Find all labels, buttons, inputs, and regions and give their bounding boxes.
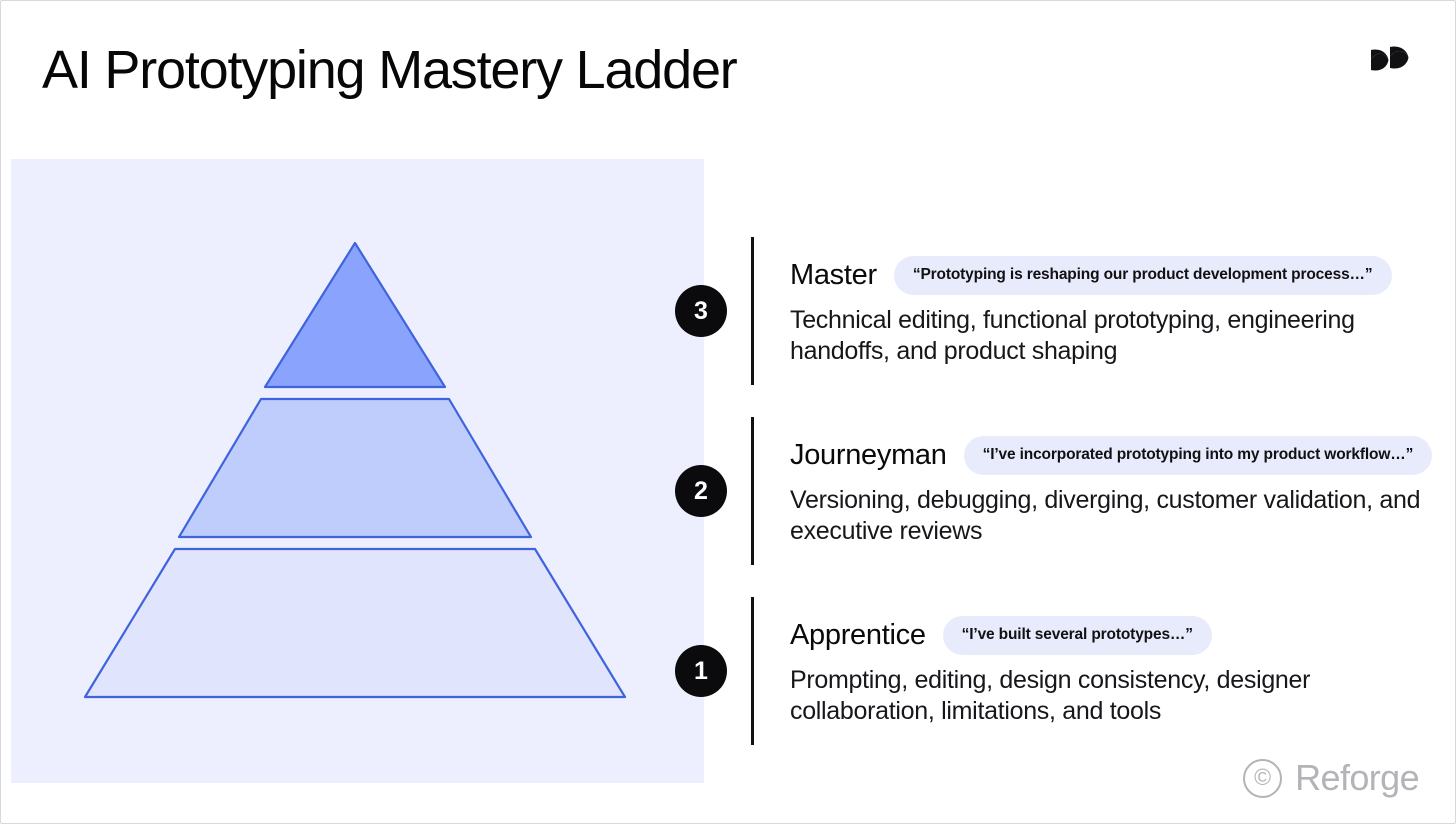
watermark-brand-text: Reforge [1295,757,1419,798]
level-description-apprentice: Prompting, editing, design consistency, … [790,665,1311,725]
level-divider [751,237,754,385]
page-title: AI Prototyping Mastery Ladder [42,40,738,100]
level-heading-row: Master “Prototyping is reshaping our pro… [790,255,1439,295]
level-quote-master: “Prototyping is reshaping our product de… [893,255,1392,295]
level-heading-row: Apprentice “I’ve built several prototype… [790,615,1439,655]
level-row-master[interactable]: 3 Master “Prototyping is reshaping our p… [661,221,1455,401]
pyramid-tier-journeyman [177,397,533,539]
pyramid-panel [11,159,704,783]
level-name-journeyman: Journeyman [790,438,947,471]
level-content: Journeyman “I’ve incorporated prototypin… [754,435,1455,547]
level-row-apprentice[interactable]: 1 Apprentice “I’ve built several prototy… [661,581,1455,761]
level-row-journeyman[interactable]: 2 Journeyman “I’ve incorporated prototyp… [661,401,1455,581]
level-heading-row: Journeyman “I’ve incorporated prototypin… [790,435,1439,475]
pyramid-tier-apprentice [83,547,627,699]
level-name-apprentice: Apprentice [790,618,926,651]
level-description-journeyman: Versioning, debugging, diverging, custom… [790,485,1421,545]
level-content: Master “Prototyping is reshaping our pro… [754,255,1455,367]
level-divider [751,417,754,565]
level-number-badge-2: 2 [675,465,727,517]
level-quote-apprentice: “I’ve built several prototypes…” [942,615,1212,655]
level-divider [751,597,754,745]
levels-list: 3 Master “Prototyping is reshaping our p… [661,159,1455,783]
level-number-badge-1: 1 [675,645,727,697]
level-content: Apprentice “I’ve built several prototype… [754,615,1455,727]
reforge-logo-icon [1367,39,1413,81]
slide-header: AI Prototyping Mastery Ladder [1,1,1455,159]
level-quote-journeyman: “I’ve incorporated prototyping into my p… [963,435,1433,475]
pyramid-tier-master [263,241,447,389]
reforge-watermark: © Reforge [1243,757,1420,799]
level-description-master: Technical editing, functional prototypin… [790,305,1355,365]
copyright-icon: © [1243,758,1283,798]
level-name-master: Master [790,258,877,291]
level-number-badge-3: 3 [675,285,727,337]
pyramid-diagram [83,241,627,699]
